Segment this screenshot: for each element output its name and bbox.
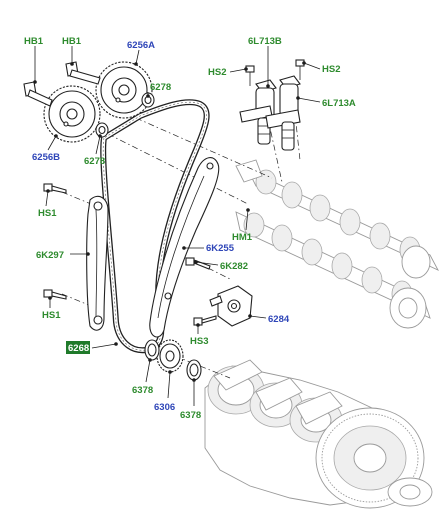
label-6278-mid[interactable]: 6278 — [84, 156, 105, 167]
label-6306[interactable]: 6306 — [154, 402, 175, 413]
label-6l713a[interactable]: 6L713A — [322, 98, 356, 109]
label-6256a[interactable]: 6256A — [127, 40, 155, 51]
label-hs2-left[interactable]: HS2 — [208, 67, 226, 78]
label-6k297[interactable]: 6K297 — [36, 250, 64, 261]
part-labels: HB1 HB1 6256A 6278 6256B 6278 6L713B HS2… — [24, 36, 356, 421]
camshafts-ghost — [235, 159, 440, 329]
label-6256b[interactable]: 6256B — [32, 152, 60, 163]
label-hs1-bottom[interactable]: HS1 — [42, 310, 61, 321]
vvt-solenoid-b — [239, 79, 277, 145]
sprocket-bolts — [23, 61, 101, 107]
guide-bolts-hs1 — [43, 183, 67, 300]
tensioner-arm — [86, 195, 109, 331]
exhaust-cam-sprocket — [95, 61, 153, 119]
sprocket-washers — [95, 92, 155, 138]
label-6278-top[interactable]: 6278 — [150, 82, 171, 93]
label-6k282[interactable]: 6K282 — [220, 261, 248, 272]
chain-tensioner — [209, 285, 253, 327]
label-hs1-top[interactable]: HS1 — [38, 208, 57, 219]
label-6268[interactable]: 6268 — [68, 343, 89, 354]
crank-washers-6378 — [144, 339, 202, 381]
vvt-solenoid-a — [265, 75, 301, 151]
label-hs3[interactable]: HS3 — [190, 336, 208, 347]
label-hb1-left[interactable]: HB1 — [24, 36, 44, 47]
crankshaft-ghost — [204, 359, 433, 509]
label-6268-highlight — [66, 341, 90, 354]
label-6284[interactable]: 6284 — [268, 314, 290, 325]
label-hm1[interactable]: HM1 — [232, 232, 253, 243]
label-hb1-right[interactable]: HB1 — [62, 36, 82, 47]
leader-lines — [33, 46, 321, 406]
crankshaft-sprocket — [156, 339, 184, 373]
label-6378-right[interactable]: 6378 — [180, 410, 201, 421]
label-6378-left[interactable]: 6378 — [132, 385, 153, 396]
label-6k255[interactable]: 6K255 — [206, 243, 235, 254]
label-hs2-right[interactable]: HS2 — [322, 64, 340, 75]
intake-cam-sprocket — [43, 85, 101, 143]
label-6l713b[interactable]: 6L713B — [248, 36, 282, 47]
